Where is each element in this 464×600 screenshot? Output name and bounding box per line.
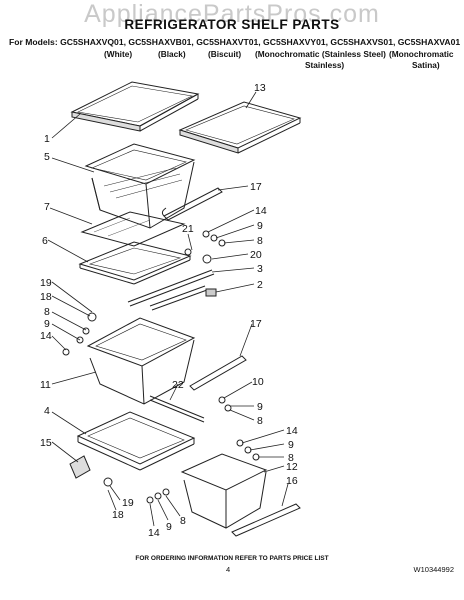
callout-8-top: 8	[257, 235, 263, 247]
callout-20: 20	[250, 249, 262, 261]
callout-11: 11	[40, 379, 51, 391]
variant-satina: (Monochromatic	[389, 49, 454, 59]
hardware-mid-right	[218, 396, 232, 412]
callout-12: 12	[286, 461, 298, 473]
callout-1: 1	[44, 133, 50, 145]
part-2-clip	[205, 288, 217, 297]
part-17-handle-lower	[189, 355, 247, 391]
page-number: 4	[226, 565, 231, 574]
part-17-handle-top	[161, 187, 223, 221]
callout-9-left: 9	[44, 318, 50, 330]
variant-biscuit: (Biscuit)	[208, 49, 242, 59]
hardware-right-lower	[236, 439, 260, 461]
callout-2: 2	[257, 279, 263, 291]
variant-white: (White)	[104, 49, 133, 59]
models-line: For Models: GC5SHAXVQ01, GC5SHAXVB01, GC…	[9, 37, 461, 47]
part-3-rail	[127, 269, 215, 311]
callout-9-top: 9	[257, 220, 263, 232]
part-6-frame	[78, 241, 192, 285]
callout-4: 4	[44, 405, 50, 417]
leader-lines	[47, 91, 289, 527]
variant-black: (Black)	[158, 49, 186, 59]
callout-8-left: 8	[44, 306, 50, 318]
callout-7: 7	[44, 201, 50, 213]
page-title: REFRIGERATOR SHELF PARTS	[124, 17, 340, 32]
callout-8-bottom: 8	[180, 515, 186, 527]
callout-9-mid: 9	[257, 401, 263, 413]
callout-6: 6	[42, 235, 48, 247]
variant-stainless: (Monochromatic (Stainless Steel)	[255, 49, 386, 59]
callout-8-mid: 8	[257, 415, 263, 427]
callout-14-right: 14	[286, 425, 298, 437]
callout-18-lower: 18	[112, 509, 124, 521]
hardware-left-upper	[62, 312, 97, 356]
part-13-glass-shelf	[178, 101, 302, 154]
variant-satina-line2: Satina)	[412, 60, 440, 70]
callout-13: 13	[254, 82, 266, 94]
callout-17-top: 17	[250, 181, 262, 193]
part-12-small-drawer	[180, 453, 268, 529]
callout-21: 21	[182, 223, 194, 235]
part-11-lower-drawer	[86, 317, 196, 405]
callout-5: 5	[44, 151, 50, 163]
part-15-clip	[69, 455, 91, 479]
callout-9-bottom: 9	[166, 521, 172, 533]
callout-16: 16	[286, 475, 298, 487]
callout-10: 10	[252, 376, 264, 388]
hardware-bottom	[146, 488, 170, 504]
part-1-glass-shelf	[70, 81, 200, 132]
callout-18-upper: 18	[40, 291, 52, 303]
callout-3: 3	[257, 263, 263, 275]
callout-14-bottom: 14	[148, 527, 160, 539]
callout-15: 15	[40, 437, 52, 449]
part-4-frame	[76, 411, 196, 471]
callout-9-right: 9	[288, 439, 294, 451]
callout-14-left: 14	[40, 330, 52, 342]
callout-14-top: 14	[255, 205, 267, 217]
callout-8-right: 8	[288, 452, 294, 464]
part-5-crisper-drawer	[84, 143, 196, 229]
part-16-handle	[231, 503, 301, 537]
callout-22: 22	[172, 379, 184, 391]
watermark: AppliancePartsPros.com	[84, 0, 380, 28]
callout-17-lower: 17	[250, 318, 262, 330]
hardware-left-lower	[103, 477, 113, 487]
callout-19-lower: 19	[122, 497, 134, 509]
document-number: W10344992	[413, 565, 454, 574]
part-22-rail	[149, 395, 205, 423]
part-7-glass-panel	[80, 211, 186, 247]
callout-19-upper: 19	[40, 277, 52, 289]
ordering-info-footer: FOR ORDERING INFORMATION REFER TO PARTS …	[135, 555, 329, 562]
variant-stainless-line2: Stainless)	[305, 60, 345, 70]
